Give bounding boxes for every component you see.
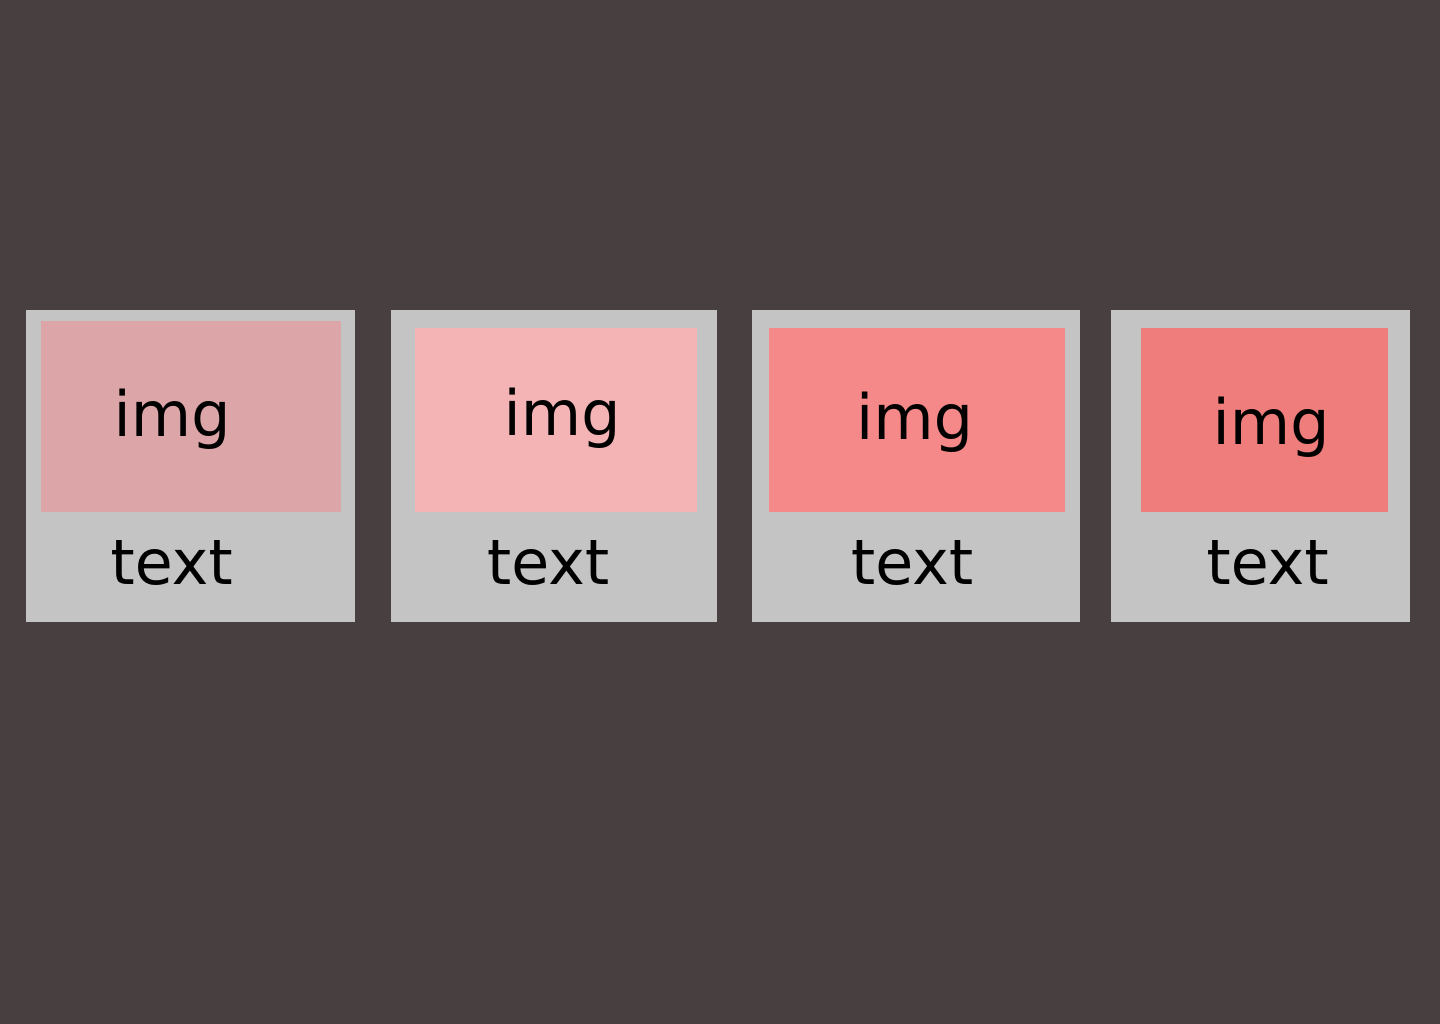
card-3[interactable]: img text bbox=[752, 310, 1080, 622]
card-caption: text bbox=[1206, 526, 1329, 599]
card-image-label: img bbox=[113, 377, 231, 451]
card-caption: text bbox=[486, 526, 610, 599]
card-image-placeholder: img bbox=[769, 328, 1065, 512]
card-image-placeholder: img bbox=[41, 321, 341, 512]
card-image-label: img bbox=[503, 377, 621, 450]
card-image-label: img bbox=[856, 381, 973, 454]
card-4[interactable]: img text bbox=[1111, 310, 1410, 622]
card-caption: text bbox=[850, 526, 974, 599]
card-1[interactable]: img text bbox=[26, 310, 355, 622]
card-image-placeholder: img bbox=[415, 328, 697, 512]
card-image-placeholder: img bbox=[1141, 328, 1388, 512]
card-caption: text bbox=[110, 526, 233, 599]
card-image-label: img bbox=[1212, 386, 1330, 459]
card-2[interactable]: img text bbox=[391, 310, 717, 622]
